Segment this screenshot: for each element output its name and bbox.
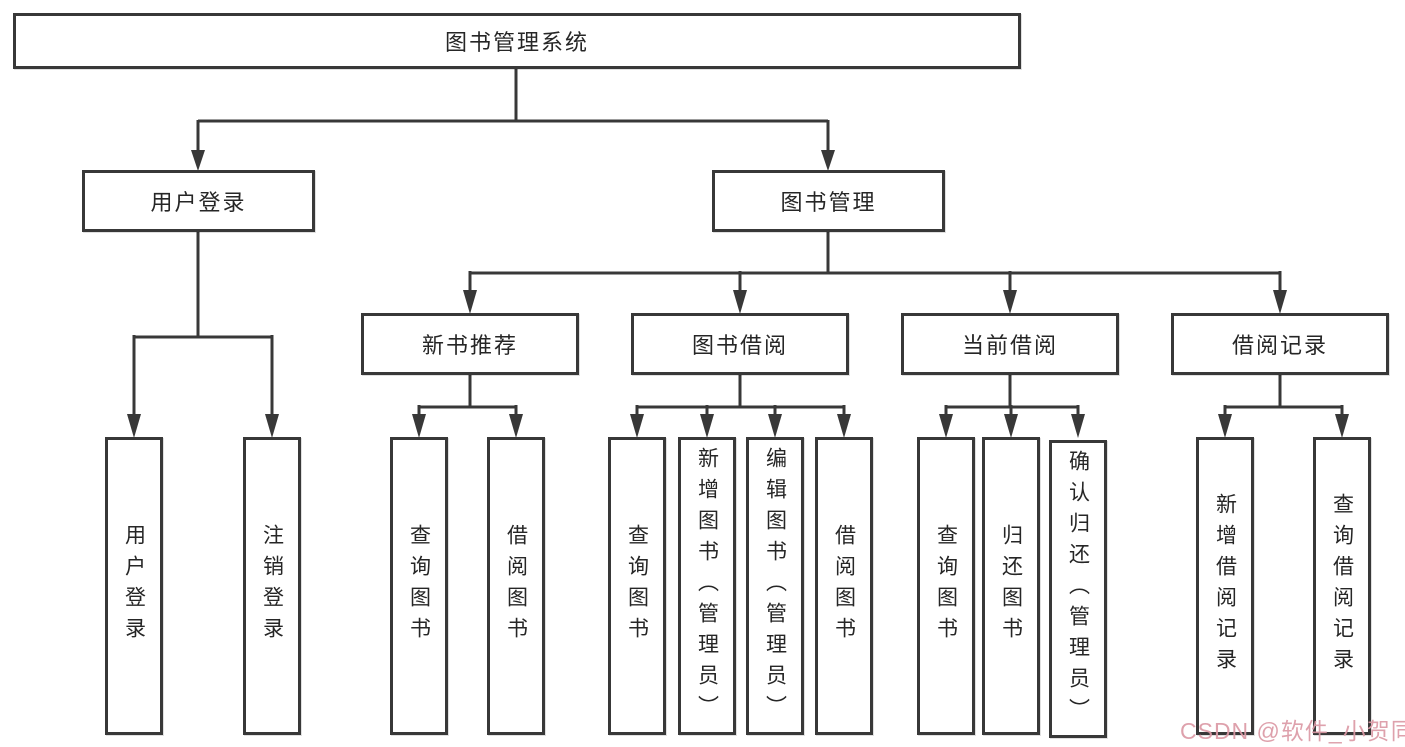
leaf-return-books: 归还图书 bbox=[982, 437, 1040, 735]
leaf-query-books-borrow: 查询图书 bbox=[608, 437, 666, 735]
leaf-borrow-books-label: 借阅图书 bbox=[832, 524, 856, 648]
leaf-query-borrow-record-label: 查询借阅记录 bbox=[1330, 493, 1354, 679]
leaf-user-login: 用户登录 bbox=[105, 437, 163, 735]
connector-borrow-records bbox=[1218, 375, 1349, 438]
node-book-borrow: 图书借阅 bbox=[631, 313, 849, 375]
node-book-management-branch: 图书管理 bbox=[712, 170, 945, 232]
connector-root bbox=[191, 68, 835, 171]
leaf-query-books-current-label: 查询图书 bbox=[934, 524, 958, 648]
leaf-logout-label: 注销登录 bbox=[260, 524, 284, 648]
leaf-add-book-admin-label: 新增图书（管理员） bbox=[695, 446, 719, 726]
leaf-borrow-books: 借阅图书 bbox=[815, 437, 873, 735]
leaf-query-borrow-record: 查询借阅记录 bbox=[1313, 437, 1371, 735]
connector-user-branch bbox=[127, 232, 279, 438]
connector-new-book bbox=[412, 375, 523, 438]
node-root-library-system: 图书管理系统 bbox=[13, 13, 1021, 69]
leaf-borrow-books-recommend-label: 借阅图书 bbox=[504, 524, 528, 648]
node-user-login-branch: 用户登录 bbox=[82, 170, 315, 232]
leaf-query-books-recommend: 查询图书 bbox=[390, 437, 448, 735]
leaf-query-books-current: 查询图书 bbox=[917, 437, 975, 735]
leaf-confirm-return-admin: 确认归还（管理员） bbox=[1049, 440, 1107, 738]
connector-book-borrow bbox=[630, 375, 851, 438]
leaf-add-borrow-record-label: 新增借阅记录 bbox=[1213, 493, 1237, 679]
leaf-logout: 注销登录 bbox=[243, 437, 301, 735]
csdn-watermark: CSDN @软件_小贺同学 bbox=[1180, 718, 1405, 744]
leaf-edit-book-admin-label: 编辑图书（管理员） bbox=[763, 446, 787, 726]
leaf-confirm-return-admin-label: 确认归还（管理员） bbox=[1066, 449, 1090, 729]
node-current-borrow: 当前借阅 bbox=[901, 313, 1119, 375]
connector-current-borrow bbox=[939, 375, 1085, 438]
leaf-edit-book-admin: 编辑图书（管理员） bbox=[746, 437, 804, 735]
leaf-user-login-label: 用户登录 bbox=[122, 524, 146, 648]
node-new-book-recommend: 新书推荐 bbox=[361, 313, 579, 375]
node-borrow-records: 借阅记录 bbox=[1171, 313, 1389, 375]
leaf-return-books-label: 归还图书 bbox=[999, 524, 1023, 648]
connector-book-branch bbox=[463, 232, 1287, 314]
leaf-add-book-admin: 新增图书（管理员） bbox=[678, 437, 736, 735]
leaf-borrow-books-recommend: 借阅图书 bbox=[487, 437, 545, 735]
leaf-query-books-recommend-label: 查询图书 bbox=[407, 524, 431, 648]
leaf-add-borrow-record: 新增借阅记录 bbox=[1196, 437, 1254, 735]
leaf-query-books-borrow-label: 查询图书 bbox=[625, 524, 649, 648]
